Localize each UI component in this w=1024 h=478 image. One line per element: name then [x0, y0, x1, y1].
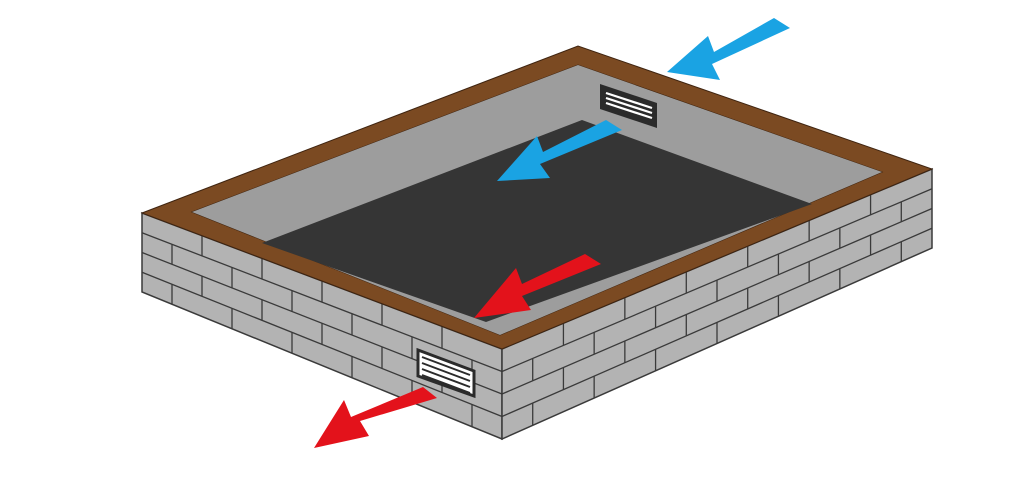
ground-floor — [262, 120, 812, 322]
exhaust-arrow-inside — [474, 254, 601, 318]
intake-arrow-outside — [667, 18, 790, 80]
foundation-walls — [141, 167, 933, 441]
airflow-arrows — [314, 18, 790, 448]
brick-mortar-lines — [141, 188, 933, 427]
intake-vent — [600, 84, 657, 128]
intake-arrow-inside — [497, 120, 622, 181]
exhaust-vent — [416, 347, 476, 399]
exhaust-arrow-outside — [314, 387, 437, 448]
